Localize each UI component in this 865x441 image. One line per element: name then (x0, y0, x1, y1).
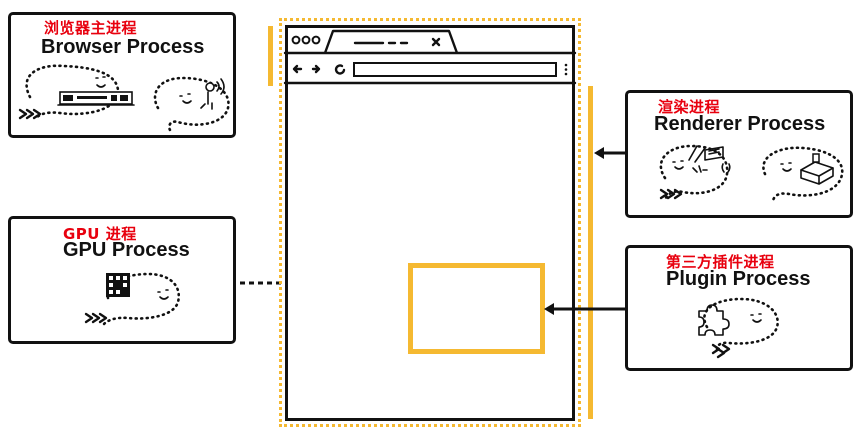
browser-toolkit-icon (57, 91, 135, 106)
renderer-process-illustration (659, 144, 844, 204)
plugin-process-illustration (698, 297, 779, 359)
render-box-icon (800, 153, 834, 185)
render-tools-icon (688, 145, 731, 173)
gpu-connector-line (240, 281, 286, 285)
window-control-dot (301, 35, 311, 45)
renderer-process-panel: 渲染进程 Renderer Process (625, 90, 853, 218)
browser-window (283, 25, 577, 421)
window-control-dot (291, 35, 301, 45)
menu-dots-icon (564, 63, 568, 76)
renderer-process-scope-bar (588, 86, 593, 419)
gpu-process-panel: GPU 进程 GPU Process (8, 216, 236, 344)
browser-process-illustration (18, 64, 230, 132)
gpu-process-illustration (84, 272, 181, 326)
plugin-process-panel: 第三方插件进程 Plugin Process (625, 245, 853, 371)
browser-process-label-zh: 浏览器主进程 (44, 19, 138, 37)
puzzle-piece-icon (698, 304, 730, 336)
close-icon (431, 37, 441, 47)
renderer-process-label-zh: 渲染进程 (658, 98, 721, 116)
browser-process-scope-bar (268, 26, 273, 86)
browser-process-label-en: Browser Process (41, 36, 205, 58)
window-control-dot (311, 35, 321, 45)
gpu-process-label-zh: GPU 进程 (63, 225, 137, 243)
gpu-chip-icon (106, 273, 130, 297)
browser-toolbar (283, 62, 577, 85)
renderer-arrow (594, 147, 629, 159)
plugin-content-area (408, 263, 545, 354)
forward-arrow-icon (311, 64, 321, 74)
browser-window-outline (279, 18, 581, 427)
plugin-process-label-en: Plugin Process (666, 268, 811, 290)
browser-tab-strip (283, 29, 577, 55)
reload-icon (334, 64, 346, 75)
plugin-arrow (544, 303, 625, 315)
browser-process-panel: 浏览器主进程 Browser Process (8, 12, 236, 138)
address-bar (353, 62, 557, 77)
back-arrow-icon (292, 64, 303, 74)
gpu-process-label-en: GPU Process (63, 239, 190, 261)
renderer-process-label-en: Renderer Process (654, 113, 826, 135)
plugin-process-label-zh: 第三方插件进程 (666, 253, 775, 271)
